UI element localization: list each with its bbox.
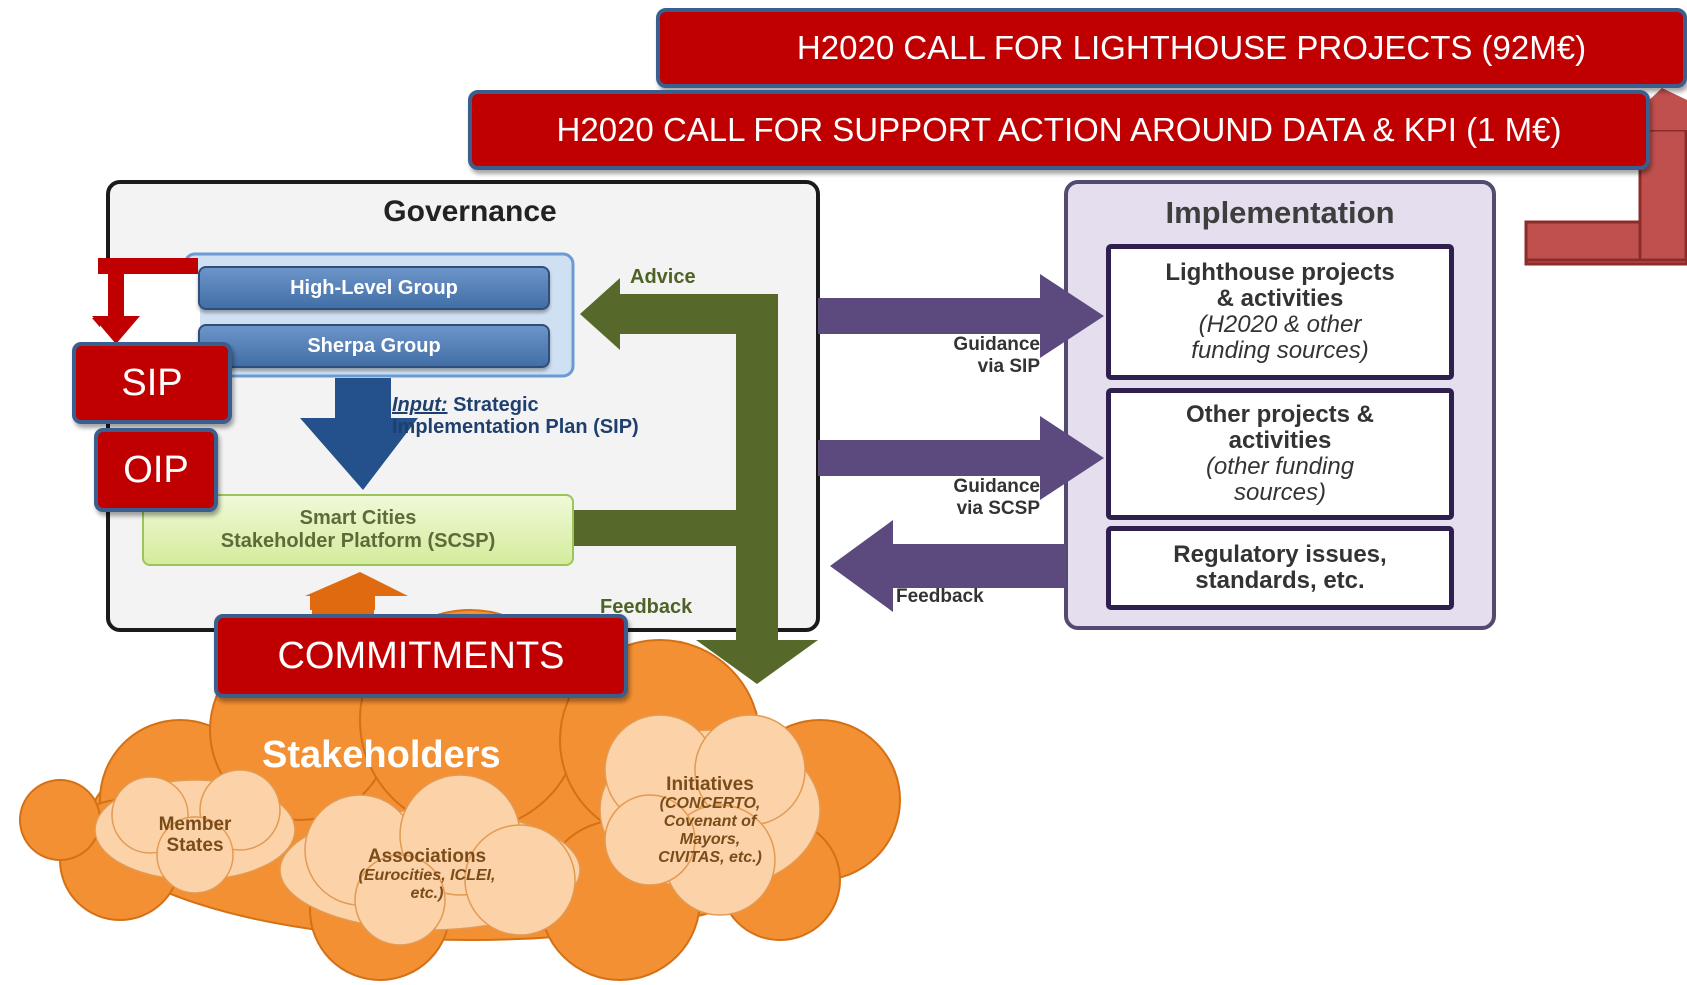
scsp-line1: Smart Cities xyxy=(299,507,417,529)
lighthouse-sub2: funding sources) xyxy=(1191,337,1369,364)
guidance-sip-line1: Guidance xyxy=(953,334,1040,355)
oip-box: OIP xyxy=(94,428,218,512)
initiatives-title: Initiatives xyxy=(666,774,754,795)
advice-label: Advice xyxy=(630,266,696,288)
support-call-banner: H2020 CALL FOR SUPPORT ACTION AROUND DAT… xyxy=(468,90,1650,170)
associations-title: Associations xyxy=(367,846,487,867)
guidance-sip-line2: via SIP xyxy=(977,356,1040,377)
member-states-line1: Member xyxy=(158,814,232,835)
initiatives-sub4: CIVITAS, etc.) xyxy=(658,849,762,866)
sip-input-arrow xyxy=(300,378,418,490)
stakeholders-title: Stakeholders xyxy=(262,734,501,776)
sip-box: SIP xyxy=(72,342,232,424)
associations-sub1: (Eurocities, ICLEI, xyxy=(358,867,496,884)
guidance-sip-label: Guidance via SIP xyxy=(900,334,1040,378)
governance-title: Governance xyxy=(383,195,557,228)
input-text-line1: Strategic xyxy=(453,394,539,416)
scsp-line2: Stakeholder Platform (SCSP) xyxy=(220,530,496,552)
associations-sub2: etc.) xyxy=(410,885,444,902)
sip-text: SIP xyxy=(121,361,183,404)
commitments-box: COMMITMENTS xyxy=(214,614,628,698)
initiatives-sub2: Covenant of xyxy=(663,813,757,830)
oip-text: OIP xyxy=(123,448,189,491)
member-states-line2: States xyxy=(166,835,224,856)
other-line2: activities xyxy=(1228,427,1332,454)
lighthouse-projects-box: Lighthouse projects & activities (H2020 … xyxy=(1106,244,1454,380)
commitments-text: COMMITMENTS xyxy=(277,634,565,677)
initiatives-cloud xyxy=(599,714,821,916)
implementation-title: Implementation xyxy=(1165,195,1395,230)
regulatory-line1: Regulatory issues, xyxy=(1173,541,1387,568)
regulatory-line2: standards, etc. xyxy=(1195,567,1365,594)
governance-feedback-label: Feedback xyxy=(600,596,693,618)
associations-cloud xyxy=(279,774,581,946)
advice-feedback-arrow xyxy=(570,278,818,684)
other-sub2: sources) xyxy=(1233,479,1327,506)
lighthouse-line2: & activities xyxy=(1216,285,1344,312)
lighthouse-line1: Lighthouse projects xyxy=(1165,259,1395,286)
other-sub1: (other funding xyxy=(1205,453,1355,480)
regulatory-box: Regulatory issues, standards, etc. xyxy=(1106,526,1454,610)
initiatives-label: Initiatives (CONCERTO, Covenant of Mayor… xyxy=(630,774,790,867)
input-prefix: Input: xyxy=(392,394,448,416)
guidance-scsp-line2: via SCSP xyxy=(956,498,1040,519)
high-level-group-box: High-Level Group xyxy=(198,266,550,310)
input-text-line2: Implementation Plan (SIP) xyxy=(392,416,639,438)
sip-input-label: Input: Strategic Implementation Plan (SI… xyxy=(392,394,732,438)
sherpa-group-box: Sherpa Group xyxy=(198,324,550,368)
associations-label: Associations (Eurocities, ICLEI, etc.) xyxy=(322,846,532,903)
initiatives-sub3: Mayors, xyxy=(679,831,741,848)
member-states-cloud xyxy=(94,769,296,894)
support-call-text: H2020 CALL FOR SUPPORT ACTION AROUND DAT… xyxy=(556,111,1562,148)
initiatives-sub1: (CONCERTO, xyxy=(659,795,761,812)
guidance-scsp-label: Guidance via SCSP xyxy=(900,476,1040,520)
guidance-arrows xyxy=(818,274,1104,612)
member-states-label: Member States xyxy=(130,814,260,856)
other-line1: Other projects & xyxy=(1185,401,1375,428)
lighthouse-call-text: H2020 CALL FOR LIGHTHOUSE PROJECTS (92M€… xyxy=(796,29,1587,66)
guidance-scsp-line1: Guidance xyxy=(953,476,1040,497)
lighthouse-sub1: (H2020 & other xyxy=(1198,311,1362,338)
other-projects-box: Other projects & activities (other fundi… xyxy=(1106,388,1454,520)
lighthouse-call-banner: H2020 CALL FOR LIGHTHOUSE PROJECTS (92M€… xyxy=(656,8,1687,88)
implementation-feedback-label: Feedback xyxy=(896,586,984,607)
